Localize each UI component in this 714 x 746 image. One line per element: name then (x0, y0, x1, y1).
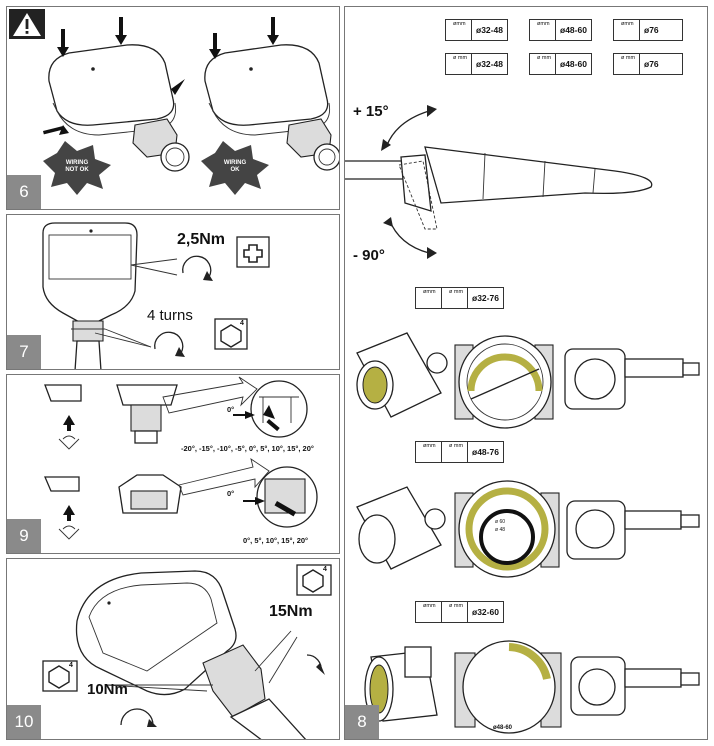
size-option-1-1: ø32-48 (476, 25, 503, 35)
wiring-not-ok-line1: WIRING (65, 160, 89, 166)
wiring-not-ok-badge (43, 141, 111, 195)
size-option-1-2: ø48-60 (560, 25, 587, 35)
mount-selector-c: ømm ø mm ø32-60 (415, 601, 504, 623)
mount-selector-b: ømm ø mm ø48-76 (415, 441, 504, 463)
spigot-mount-icon: ømm (416, 288, 442, 308)
wiring-ok-badge (201, 141, 269, 195)
step-number-7: 7 (7, 335, 41, 369)
spigot-mount-icon: ømm (530, 20, 556, 40)
ring-label-48-60: ø48-60 (493, 725, 513, 731)
mount-size-row-2c: ø mm ø76 (613, 53, 683, 75)
angle-list-top: -20°, -15°, -10°, -5°, 0°, 5°, 10°, 15°,… (181, 444, 314, 453)
size-option-1-3: ø76 (644, 25, 659, 35)
wiring-ok-line1: WIRING (223, 160, 247, 166)
mount-adapter-c (364, 640, 700, 734)
angle-adjustment-illustration (44, 376, 318, 540)
torque-label-10nm: 10Nm (87, 681, 128, 698)
spigot-mount-icon: ømm (416, 602, 442, 622)
size-option-2-1: ø32-48 (476, 59, 503, 69)
ring-label-60: ø 60 (495, 519, 506, 525)
luminaire-front-illustration (42, 222, 270, 369)
mount-size-b: ø48-76 (472, 447, 499, 457)
zero-degree-bottom: 0° (227, 489, 235, 498)
side-mount-icon: ø mm (442, 602, 468, 622)
luminaire-right (204, 44, 339, 171)
turns-label: 4 turns (147, 307, 193, 324)
step-number-6: 6 (7, 175, 41, 209)
side-mount-icon: ø mm (442, 288, 468, 308)
mount-adapter-a (356, 332, 700, 429)
hex-key-size-b: 4 (69, 662, 73, 669)
mount-size-c: ø32-60 (472, 607, 499, 617)
size-option-2-2: ø48-60 (560, 59, 587, 69)
panel-step-6: WIRING NOT OK WIRING OK 6 (6, 6, 340, 210)
luminaire-mount-illustration (42, 564, 332, 739)
side-mount-icon: ø mm (446, 54, 472, 74)
press-arrows (42, 17, 279, 135)
mount-size-row-1: ømm ø32-48 (445, 19, 508, 41)
mount-size-row-1b: ømm ø48-60 (529, 19, 592, 41)
hex-key-size-a: 4 (323, 566, 327, 573)
panel-step-9: 0° -20°, -15°, -10°, -5°, 0°, 5°, 10°, 1… (6, 374, 340, 554)
panel-step-8: ømm ø32-48 ømm ø48-60 ømm ø76 ø mm ø32-4… (344, 6, 708, 740)
mount-size-row-2: ø mm ø32-48 (445, 53, 508, 75)
mount-size-row-1c: ømm ø76 (613, 19, 683, 41)
tilt-angle-down: - 90° (353, 247, 385, 264)
size-option-2-3: ø76 (644, 59, 659, 69)
ring-label-48: ø 48 (495, 527, 506, 533)
hex-key-size-small: 4 (240, 320, 244, 327)
mount-size-a: ø32-76 (472, 293, 499, 303)
torque-label-2-5nm: 2,5Nm (177, 231, 226, 248)
step-number-10: 10 (7, 705, 41, 739)
mount-adapter-b (356, 480, 700, 578)
spigot-mount-icon: ømm (446, 20, 472, 40)
spigot-mount-icon: ømm (416, 442, 442, 462)
wiring-not-ok-line2: NOT OK (65, 167, 89, 173)
tilt-and-mount-illustration (345, 105, 700, 734)
step-number-8: 8 (345, 705, 379, 739)
angle-list-bottom: 0°, 5°, 10°, 15°, 20° (243, 536, 309, 545)
mount-size-row-2b: ø mm ø48-60 (529, 53, 592, 75)
wiring-ok-line2: OK (230, 167, 240, 173)
side-mount-icon: ø mm (442, 442, 468, 462)
side-mount-icon: ø mm (614, 54, 640, 74)
step-number-9: 9 (7, 519, 41, 553)
spigot-mount-icon: ømm (614, 20, 640, 40)
torque-label-15nm: 15Nm (269, 603, 313, 620)
luminaire-wiring-illustration (9, 9, 339, 195)
tilt-angle-up: + 15° (353, 103, 389, 120)
mount-selector-a: ømm ø mm ø32-76 (415, 287, 504, 309)
zero-degree-top: 0° (227, 405, 235, 414)
panel-step-7: 2,5Nm 4 turns 4 7 (6, 214, 340, 370)
luminaire-left (48, 44, 190, 172)
panel-step-10: 4 4 15Nm 10Nm 10 (6, 558, 340, 740)
side-mount-icon: ø mm (530, 54, 556, 74)
